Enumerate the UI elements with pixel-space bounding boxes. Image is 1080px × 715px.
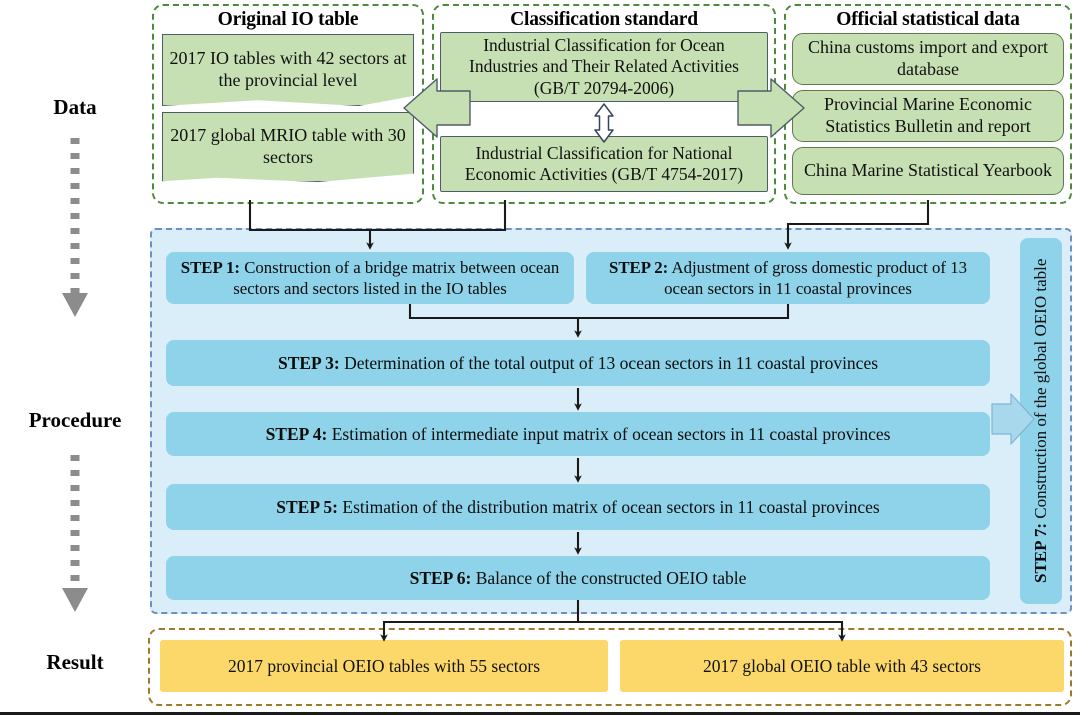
step-box-6: STEP 6: Balance of the constructed OEIO … [166, 556, 990, 600]
step-box-4: STEP 4: Estimation of intermediate input… [166, 412, 990, 456]
rail-label-result: Result [46, 650, 104, 674]
step-box-7: STEP 7: Construction of the global OEIO … [1020, 238, 1062, 604]
result-box-label: 2017 global OEIO table with 43 sectors [702, 655, 981, 676]
data-box-label: 2017 global MRIO table with 30 sectors [170, 125, 406, 167]
result-box-provincial-oeio: 2017 provincial OEIO tables with 55 sect… [160, 640, 608, 692]
group-title-original-io-table: Original IO table [217, 9, 359, 30]
step-7-label: STEP 7: [1031, 523, 1050, 584]
data-box-global-mrio-30-sectors: 2017 global MRIO table with 30 sectors [162, 112, 414, 182]
step-2-label: STEP 2: [609, 257, 669, 277]
step-1-label: STEP 1: [180, 257, 240, 277]
step-6-text: Balance of the constructed OEIO table [471, 567, 747, 588]
step-3-label: STEP 3: [277, 352, 340, 373]
step-box-1: STEP 1: Construction of a bridge matrix … [166, 252, 574, 304]
data-box-national-economic-classification: Industrial Classification for National E… [440, 136, 768, 192]
step-4-label: STEP 4: [265, 423, 328, 444]
step-5-text: Estimation of the distribution matrix of… [338, 496, 880, 517]
result-box-label: 2017 provincial OEIO tables with 55 sect… [227, 655, 541, 676]
data-box-label: China Marine Statistical Yearbook [804, 160, 1052, 181]
data-box-ocean-industry-classification: Industrial Classification for Ocean Indu… [440, 32, 768, 102]
step-box-2: STEP 2: Adjustment of gross domestic pro… [586, 252, 990, 304]
rail-label-data: Data [53, 95, 97, 119]
bottom-divider [0, 712, 1080, 715]
result-box-global-oeio: 2017 global OEIO table with 43 sectors [620, 640, 1064, 692]
rail-dotted-arrow-procedure-to-result [62, 455, 88, 612]
data-box-label: 2017 IO tables with 42 sectors at the pr… [169, 48, 407, 90]
step-1-text: Construction of a bridge matrix between … [233, 257, 560, 299]
rail-label-procedure: Procedure [28, 408, 122, 432]
data-box-io-tables-42-sectors: 2017 IO tables with 42 sectors at the pr… [162, 34, 414, 106]
group-title-official-statistical-data: Official statistical data [836, 9, 1020, 30]
data-box-china-customs-database: China customs import and export database [792, 33, 1064, 85]
data-box-china-marine-yearbook: China Marine Statistical Yearbook [792, 147, 1064, 195]
step-5-label: STEP 5: [276, 496, 339, 517]
data-box-label: Industrial Classification for National E… [464, 142, 744, 184]
data-box-label: Industrial Classification for Ocean Indu… [469, 34, 739, 98]
data-box-provincial-marine-bulletin: Provincial Marine Economic Statistics Bu… [792, 90, 1064, 142]
step-6-label: STEP 6: [409, 567, 472, 588]
step-box-3: STEP 3: Determination of the total outpu… [166, 340, 990, 386]
step-box-5: STEP 5: Estimation of the distribution m… [166, 484, 990, 530]
rail-dotted-arrow-data-to-procedure [62, 138, 88, 317]
data-box-label: China customs import and export database [808, 37, 1048, 79]
data-box-label: Provincial Marine Economic Statistics Bu… [824, 94, 1032, 136]
step-2-text: Adjustment of gross domestic product of … [664, 257, 967, 299]
step-4-text: Estimation of intermediate input matrix … [327, 423, 891, 444]
group-title-classification-standard: Classification standard [510, 9, 698, 30]
step-3-text: Determination of the total output of 13 … [339, 352, 879, 373]
step-7-text: Construction of the global OEIO table [1031, 258, 1050, 524]
